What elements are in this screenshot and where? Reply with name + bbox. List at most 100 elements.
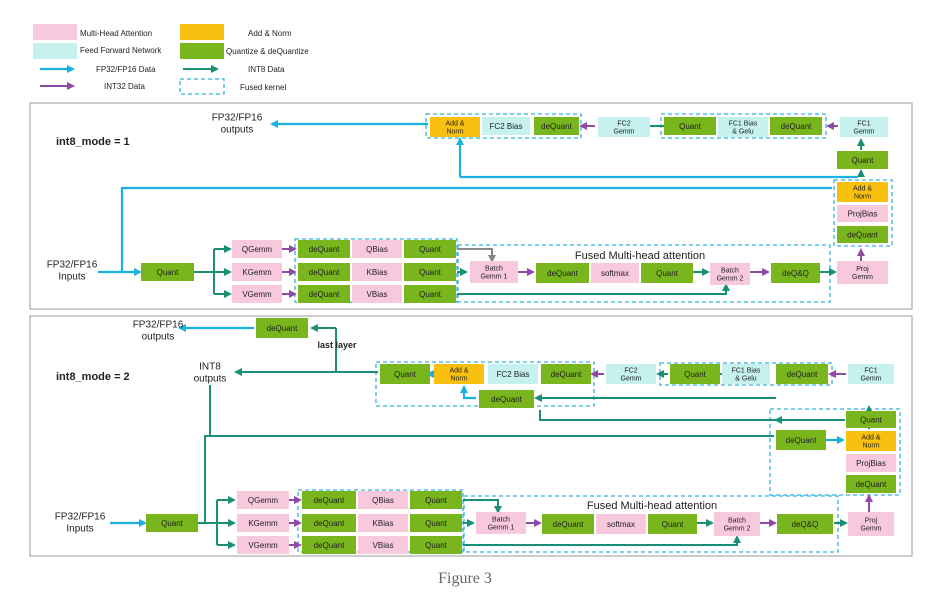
panel2-quant-v-label: Quant	[425, 541, 448, 550]
panel2-quant-v-box	[410, 536, 462, 554]
panel2-deqq-box	[777, 514, 833, 534]
panel1-mode-label: int8_mode = 1	[56, 136, 130, 148]
panel2-quant-out-label: Quant	[394, 370, 417, 379]
panel2-mode-label: int8_mode = 2	[56, 371, 130, 383]
panel2-dq-proj-box	[846, 475, 896, 493]
panel1-quant-v-box	[404, 285, 456, 303]
panel1-batch-gemm2-box	[710, 263, 750, 285]
panel2-dq-last-box	[256, 318, 308, 338]
panel1-dq-k-label: deQuant	[309, 268, 340, 277]
panel2-quant-after-box	[846, 411, 896, 428]
panel1-projbias-box	[837, 205, 888, 222]
panel2-quant-attn-box	[648, 514, 697, 534]
panel1-dq-v-box	[298, 285, 350, 303]
panel1-fc1-bias-label: FC1 Bias& Gelu	[729, 120, 758, 135]
legend-int32-label: INT32 Data	[104, 82, 145, 91]
panel1-fc2-bias-box	[482, 117, 530, 135]
panel2-dq-fc2-box	[541, 364, 591, 384]
panel2-wire-residual1	[204, 435, 774, 523]
panel1-quant-in-box	[141, 263, 194, 281]
panel1-fc2-gemm-box	[598, 117, 650, 137]
panel2-addnorm2-box	[434, 364, 484, 384]
panel2-softmax-label: softmax	[607, 520, 635, 529]
panel1-dq-attn-label: deQuant	[547, 269, 578, 278]
panel2-quant-q-label: Quant	[425, 496, 448, 505]
panel2-dq-q-label: deQuant	[314, 496, 345, 505]
panel1-dq-q-label: deQuant	[309, 245, 340, 254]
panel1-vbias-box	[352, 285, 402, 303]
panel1-quant-q-label: Quant	[419, 245, 442, 254]
panel2-quant-k-box	[410, 514, 462, 532]
panel1-fused-proj	[833, 179, 893, 247]
panel2-dq-proj-label: deQuant	[856, 480, 887, 489]
panel1-vbias-label: VBias	[367, 290, 388, 299]
panel2-quant-attn-label: Quant	[662, 520, 685, 529]
panel1-softmax-label: softmax	[601, 269, 629, 278]
panel1-quant-q-box	[404, 240, 456, 258]
panel2-dq-res-box	[776, 430, 826, 450]
panel2-quant-k-label: Quant	[425, 519, 448, 528]
panel2-kbias-box	[358, 514, 408, 532]
panel2-qbias-box	[358, 491, 408, 509]
legend-int8-label: INT8 Data	[248, 65, 285, 74]
panel2-addnorm1-box	[846, 431, 896, 451]
panel2-deqq-label: deQ&Q	[792, 520, 819, 529]
panel2-fc1-bias-label: FC1 Bias& Gelu	[732, 367, 761, 382]
panel1-addnorm2-label: Add &Norm	[445, 120, 464, 135]
panel2-fused-proj	[769, 408, 901, 496]
panel2-batch-gemm1-box	[476, 512, 526, 534]
panel1-quant-k-label: Quant	[419, 268, 442, 277]
panel1-batch-gemm1-box	[470, 261, 518, 283]
panel2-fc2-bias-box	[488, 364, 538, 384]
panel2-qbias-label: QBias	[372, 496, 394, 505]
panel1-kgemm-box	[232, 263, 282, 281]
panel1-addnorm1-label: Add &Norm	[853, 185, 872, 200]
panel1-quant-k-box	[404, 263, 456, 281]
panel2-fc1-gemm-box	[848, 364, 894, 384]
panel2-addnorm2-label: Add &Norm	[449, 367, 468, 382]
panel2-fused-mha-label: Fused Multi-head attention	[587, 500, 717, 512]
panel1-addnorm1-box	[837, 182, 888, 202]
panel2-fc2-gemm-box	[606, 364, 656, 384]
legend-quant-swatch-box	[180, 43, 224, 59]
panel1-fused-mha-label: Fused Multi-head attention	[575, 250, 705, 262]
panel1-qgemm-label: QGemm	[242, 245, 273, 254]
panel1-fused-qkv	[294, 238, 458, 303]
panel1-quant-fc2-box	[664, 117, 716, 135]
panel2-wire-res-up	[460, 385, 476, 400]
panel2-fc1-bias-box	[722, 364, 770, 384]
panel1-kbias-label: KBias	[367, 268, 388, 277]
legend-addnorm-swatch-box	[180, 24, 224, 40]
panel2-dq-res2-label: deQuant	[491, 395, 522, 404]
legend-ffn-label: Feed Forward Network	[80, 46, 162, 55]
legend-mha-swatch-box	[33, 24, 77, 40]
panel1-qbias-box	[352, 240, 402, 258]
panel1-dq-fc2-box	[534, 117, 579, 135]
panel1-frame	[29, 102, 913, 310]
panel2-dq-v-box	[302, 536, 356, 554]
panel2-wire-v-bg2	[463, 535, 741, 546]
panel1-vgemm-box	[232, 285, 282, 303]
panel1-dq-fc1-box	[770, 117, 822, 135]
panel2-dq-attn-box	[542, 514, 594, 534]
panel1-quant-fc2-label: Quant	[679, 122, 702, 131]
panel2-fc2-bias-label: FC2 Bias	[497, 370, 530, 379]
panel2-vbias-box	[358, 536, 408, 554]
panel1-quant-fc1-box	[837, 151, 888, 169]
panel2-quant-out-box	[380, 364, 430, 384]
panel1-fc1-bias-box	[718, 117, 768, 137]
panel2-dq-k-label: deQuant	[314, 519, 345, 528]
panel2-quant-fc2-box	[670, 364, 720, 384]
panel1-dq-v-label: deQuant	[309, 290, 340, 299]
